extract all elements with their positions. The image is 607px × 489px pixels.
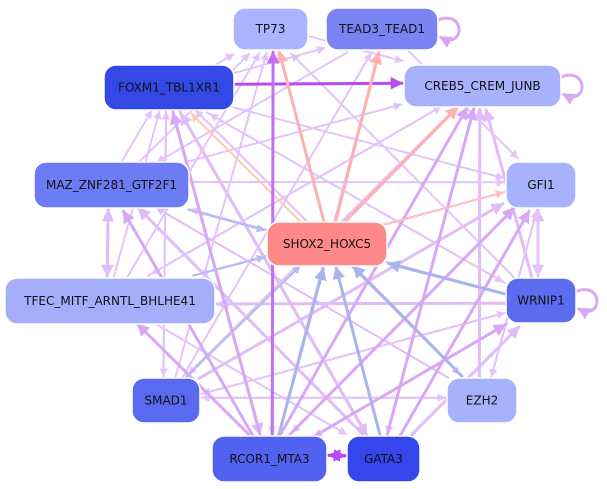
- edge-rcor1-mta3-to-foxm1-tbl1xr1: [169, 111, 263, 439]
- node-label: CREB5_CREM_JUNB: [424, 79, 540, 93]
- node-gata3[interactable]: GATA3: [346, 435, 421, 483]
- edge-maz-znf281-gtf2f1-to-creb5-crem-junb: [187, 102, 403, 163]
- edge-shox2-hoxc5-to-tp73: [275, 49, 326, 223]
- node-creb5-crem-junb[interactable]: CREB5_CREM_JUNB: [403, 64, 562, 108]
- node-box: [266, 221, 388, 267]
- edge-gata3-to-maz-znf281-gtf2f1: [136, 206, 365, 436]
- node-label: GATA3: [364, 452, 403, 466]
- edge-rcor1-mta3-to-wrnip1: [309, 323, 507, 440]
- node-gfi1[interactable]: GFI1: [505, 161, 577, 209]
- node-label: EZH2: [466, 394, 498, 408]
- edge-gata3-to-shox2-hoxc5: [332, 265, 382, 437]
- edge-gata3-to-gfi1: [397, 209, 531, 439]
- edge-tfec-mitf-arntl-bhlhe41-to-maz-znf281-gtf2f1: [101, 208, 115, 280]
- node-label: SHOX2_HOXC5: [283, 237, 371, 251]
- node-label: RCOR1_MTA3: [229, 452, 309, 466]
- edge-foxm1-tbl1xr1-to-creb5-crem-junb: [232, 76, 404, 90]
- self-loop-tead3-tead1: [435, 16, 461, 48]
- node-label: MAZ_ZNF281_GTF2F1: [46, 178, 177, 192]
- node-maz-znf281-gtf2f1[interactable]: MAZ_ZNF281_GTF2F1: [33, 161, 190, 209]
- node-box: [403, 64, 562, 108]
- node-label: GFI1: [527, 178, 554, 192]
- node-box: [446, 377, 518, 424]
- edge-tfec-mitf-arntl-bhlhe41-to-shox2-hoxc5: [192, 254, 266, 277]
- edge-gata3-to-creb5-crem-junb: [385, 106, 477, 437]
- edge-shox2-hoxc5-to-foxm1-tbl1xr1: [190, 112, 304, 225]
- edge-shox2-hoxc5-to-creb5-crem-junb: [344, 105, 460, 222]
- node-tfec-mitf-arntl-bhlhe41[interactable]: TFEC_MITF_ARNTL_BHLHE41: [4, 277, 216, 325]
- node-box: [131, 377, 201, 424]
- node-box: [505, 161, 577, 209]
- edge-smad1-to-tead3-tead1: [180, 52, 372, 381]
- edge-shox2-hoxc5-to-tead3-tead1: [333, 51, 383, 225]
- self-loop-wrnip1: [573, 288, 599, 320]
- node-box: [346, 435, 421, 483]
- edge-maz-znf281-gtf2f1-to-shox2-hoxc5: [187, 208, 266, 233]
- edge-rcor1-mta3-to-creb5-crem-junb: [278, 106, 469, 437]
- edge-gata3-to-rcor1-mta3: [327, 449, 349, 462]
- node-label: TEAD3_TEAD1: [338, 22, 425, 36]
- node-shox2-hoxc5[interactable]: SHOX2_HOXC5: [266, 221, 388, 267]
- node-box: [211, 435, 328, 483]
- edge-tfec-mitf-arntl-bhlhe41-to-tp73: [125, 52, 261, 281]
- edge-rcor1-mta3-to-gfi1: [288, 206, 516, 436]
- edge-rcor1-mta3-to-shox2-hoxc5: [276, 267, 327, 439]
- node-ezh2[interactable]: EZH2: [446, 377, 518, 424]
- edge-foxm1-tbl1xr1-to-wrnip1: [205, 111, 504, 283]
- node-box: [103, 64, 235, 111]
- node-foxm1-tbl1xr1[interactable]: FOXM1_TBL1XR1: [103, 64, 235, 111]
- node-box: [33, 161, 190, 209]
- node-rcor1-mta3[interactable]: RCOR1_MTA3: [211, 435, 328, 483]
- edge-wrnip1-to-tfec-mitf-arntl-bhlhe41: [215, 297, 508, 311]
- node-box: [4, 277, 216, 325]
- edge-smad1-to-wrnip1: [199, 310, 506, 396]
- node-box: [505, 277, 577, 324]
- edge-creb5-crem-junb-to-tfec-mitf-arntl-bhlhe41: [150, 103, 446, 275]
- edge-maz-znf281-gtf2f1-to-foxm1-tbl1xr1: [121, 109, 153, 162]
- node-box: [325, 7, 439, 51]
- edge-wrnip1-to-shox2-hoxc5: [386, 260, 507, 296]
- edge-smad1-to-shox2-hoxc5: [185, 265, 301, 378]
- edge-tfec-mitf-arntl-bhlhe41-to-gata3: [150, 320, 348, 436]
- node-label: WRNIP1: [517, 294, 565, 308]
- node-tp73[interactable]: TP73: [232, 7, 309, 51]
- edge-tead3-tead1-to-maz-znf281-gtf2f1: [155, 51, 349, 164]
- edge-ezh2-to-shox2-hoxc5: [351, 264, 464, 378]
- node-smad1[interactable]: SMAD1: [131, 377, 201, 424]
- node-label: TP73: [255, 22, 286, 36]
- node-label: TFEC_MITF_ARNTL_BHLHE41: [23, 294, 196, 308]
- node-label: FOXM1_TBL1XR1: [118, 81, 220, 95]
- edge-shox2-hoxc5-to-gfi1: [385, 190, 505, 226]
- edge-smad1-to-foxm1-tbl1xr1: [161, 111, 171, 379]
- node-tead3-tead1[interactable]: TEAD3_TEAD1: [325, 7, 439, 51]
- self-loop-creb5-crem-junb: [558, 73, 584, 105]
- node-box: [232, 7, 309, 51]
- node-label: SMAD1: [144, 394, 187, 408]
- edge-smad1-to-gfi1: [197, 202, 505, 380]
- node-wrnip1[interactable]: WRNIP1: [505, 277, 577, 324]
